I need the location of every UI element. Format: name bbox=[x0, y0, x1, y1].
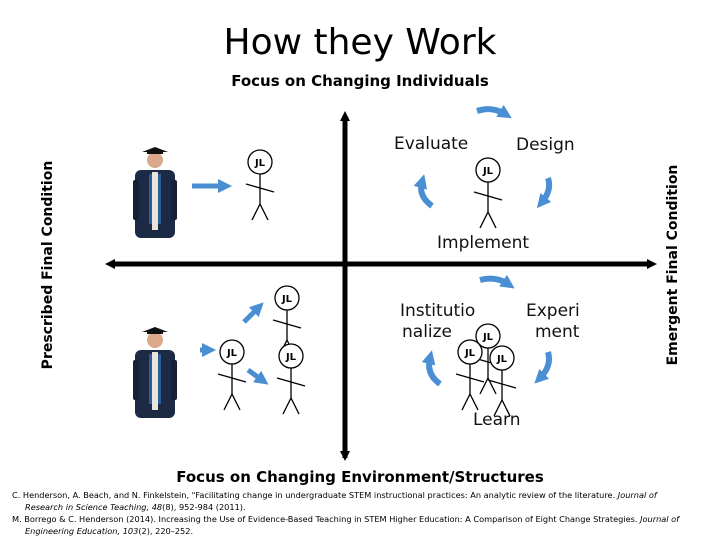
right-axis-label: Emergent Final Condition bbox=[665, 164, 681, 366]
cycle-arrow-right bbox=[536, 177, 553, 209]
stick-figure-bottom-3 bbox=[276, 343, 306, 415]
label-design: Design bbox=[516, 135, 575, 155]
reference-2: M. Borrego & C. Henderson (2014). Increa… bbox=[12, 514, 680, 524]
label-institutionalize-line2: nalize bbox=[402, 322, 453, 342]
cycle-arrow-bottom-left bbox=[421, 350, 442, 387]
label-learn: Learn bbox=[473, 410, 521, 430]
professor-image-bottom bbox=[133, 327, 177, 418]
stick-figure-group-2 bbox=[455, 339, 485, 411]
arrow-down-to-figure bbox=[246, 367, 269, 385]
cycle-arrow-top bbox=[476, 104, 512, 119]
reference-1: C. Henderson, A. Beach, and N. Finkelste… bbox=[12, 490, 657, 500]
reference-2-cont: Engineering Education, 103(2), 220–252. bbox=[25, 526, 194, 536]
left-axis-label: Prescribed Final Condition bbox=[40, 160, 56, 370]
page-title: How they Work bbox=[223, 22, 497, 63]
label-institutionalize: Institutio nalize bbox=[400, 301, 475, 343]
label-experiment-line2: ment bbox=[535, 322, 580, 342]
bottom-axis-label: Focus on Changing Environment/Structures bbox=[176, 468, 544, 486]
stick-figure-group-3 bbox=[487, 345, 517, 417]
cycle-arrow-bottom-right bbox=[534, 351, 552, 384]
label-evaluate: Evaluate bbox=[394, 134, 469, 154]
stick-figure-top-right bbox=[473, 157, 503, 229]
label-experiment-line1: Experi bbox=[526, 301, 580, 321]
stick-figure-top-left bbox=[245, 149, 275, 221]
cycle-arrow-left bbox=[413, 174, 434, 209]
references: C. Henderson, A. Beach, and N. Finkelste… bbox=[12, 489, 712, 537]
label-implement: Implement bbox=[437, 233, 530, 253]
stick-figure-bottom-2 bbox=[217, 339, 247, 411]
professor-image-top bbox=[133, 147, 177, 238]
cycle-arrow-bottom-top bbox=[479, 274, 515, 289]
top-axis-label: Focus on Changing Individuals bbox=[231, 72, 489, 90]
reference-1-cont: Research in Science Teaching, 48(8), 952… bbox=[25, 502, 246, 512]
label-institutionalize-line1: Institutio bbox=[400, 301, 476, 321]
arrow-up-to-figure bbox=[242, 302, 264, 324]
label-experiment: Experi ment bbox=[526, 301, 580, 343]
